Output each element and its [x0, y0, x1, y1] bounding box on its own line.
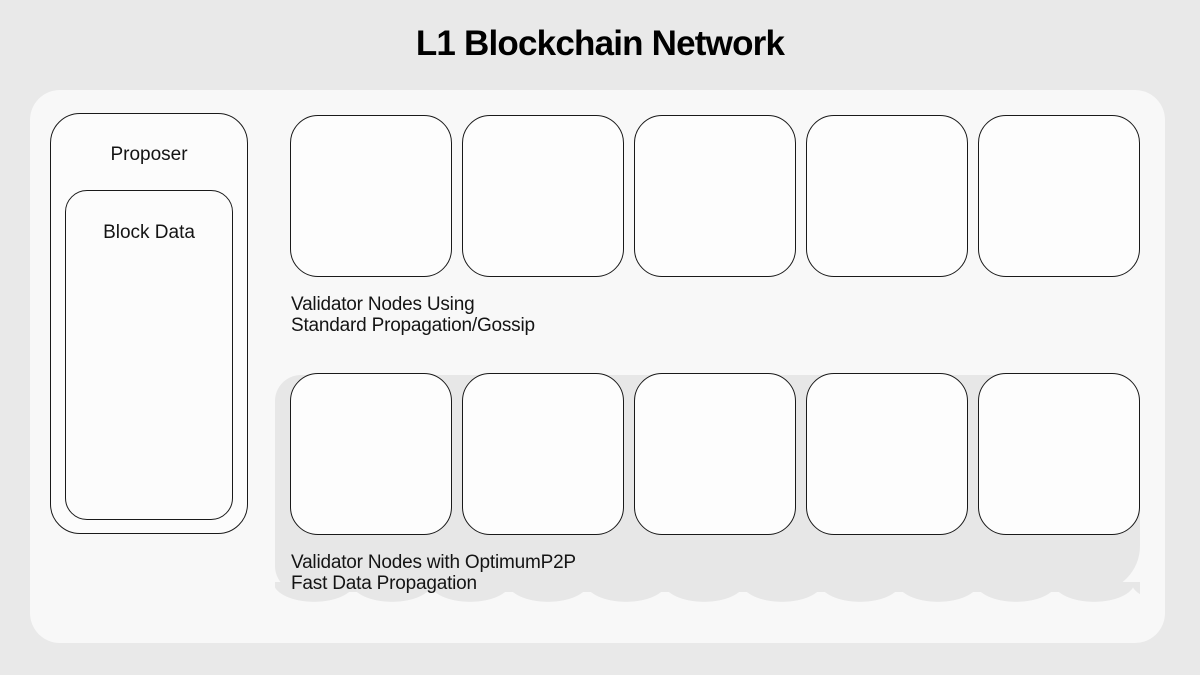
validator-node: [462, 115, 624, 277]
standard-validator-label-line2: Standard Propagation/Gossip: [291, 315, 535, 336]
optimum-validator-label-line2: Fast Data Propagation: [291, 573, 477, 594]
l1-network-panel: Proposer Block Data Validator Nodes Usin…: [30, 90, 1165, 643]
optimum-validator-label-line1: Validator Nodes with OptimumP2P: [291, 552, 576, 573]
scalloped-edge: [275, 582, 1140, 612]
optimum-validator-row: [290, 373, 1140, 535]
validator-node: [978, 373, 1140, 535]
proposer-label: Proposer: [110, 144, 188, 165]
validator-node: [978, 115, 1140, 277]
validator-node: [634, 115, 796, 277]
validator-node: [290, 373, 452, 535]
validator-node: [806, 115, 968, 277]
page-title: L1 Blockchain Network: [415, 24, 785, 63]
standard-validator-label: Validator Nodes Using Standard Propagati…: [291, 294, 535, 336]
validator-node: [634, 373, 796, 535]
optimum-validator-label: Validator Nodes with OptimumP2P Fast Dat…: [291, 552, 576, 594]
block-data-label: Block Data: [103, 222, 195, 243]
standard-validator-row: [290, 115, 1140, 277]
standard-validator-label-line1: Validator Nodes Using: [291, 294, 475, 315]
proposer-box: Proposer Block Data: [50, 113, 248, 534]
validator-node: [806, 373, 968, 535]
validator-node: [290, 115, 452, 277]
block-data-box: Block Data: [65, 190, 233, 520]
validator-node: [462, 373, 624, 535]
